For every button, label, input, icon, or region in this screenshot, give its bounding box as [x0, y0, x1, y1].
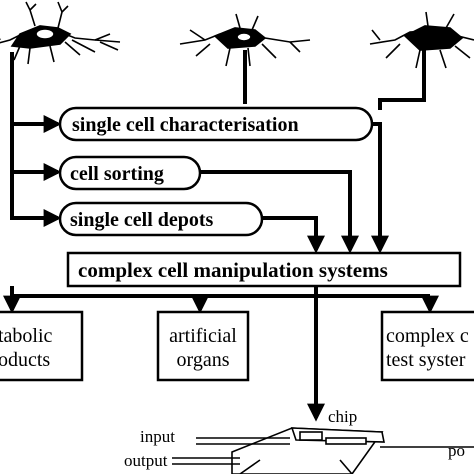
sorting-pill — [58, 155, 202, 191]
output-left-label: tabolic oducts — [0, 324, 82, 372]
chip-label: chip — [328, 407, 358, 426]
output-right-line-1: complex c — [386, 325, 469, 347]
output-middle-line-2: organs — [176, 349, 230, 371]
output-box-right — [380, 310, 474, 382]
output-right-line-2: test syster — [386, 349, 466, 371]
system-box — [66, 251, 462, 288]
power-label: po — [448, 441, 465, 460]
characterisation-pill — [58, 106, 374, 142]
chip-icon — [172, 427, 474, 474]
cell-icon — [179, 13, 311, 67]
input-label: input — [140, 427, 175, 446]
system-label: complex cell manipulation systems — [78, 258, 388, 282]
output-box-left — [0, 310, 84, 382]
output-middle-line-1: artificial — [169, 325, 237, 347]
output-left-line-1: tabolic — [0, 325, 53, 347]
depots-pill — [58, 201, 264, 237]
neuron-cell-icon — [0, 1, 121, 65]
output-box-middle — [156, 310, 250, 382]
sorting-label: cell sorting — [70, 163, 164, 185]
depots-label: single cell depots — [70, 209, 214, 231]
characterisation-label: single cell characterisation — [72, 114, 299, 136]
output-right-label: complex c test syster — [386, 324, 474, 372]
output-left-line-2: oducts — [0, 349, 51, 371]
flow-lines — [3, 50, 439, 422]
output-middle-label: artificial organs — [158, 324, 248, 372]
output-label: output — [124, 451, 168, 470]
cell-icon — [369, 11, 474, 69]
